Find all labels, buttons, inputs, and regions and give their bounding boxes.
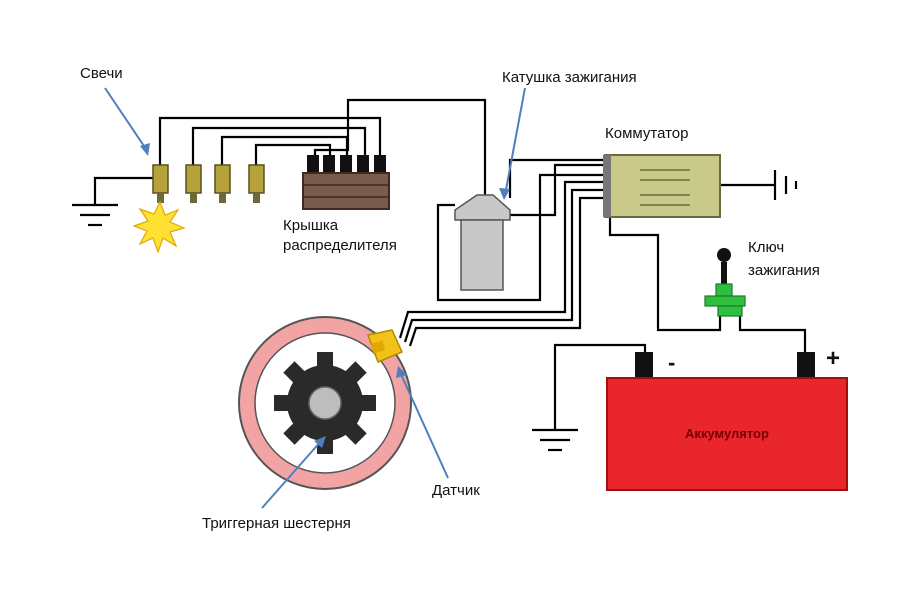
pointer-arrows [104,87,526,509]
ground-symbol-plugs [72,203,118,227]
spark-plug [152,164,169,203]
spark-plugs [132,164,265,254]
ground-symbol-commutator [773,170,798,200]
ignition-coil-label: Катушка зажигания [502,69,637,86]
ignition-key-label-line2: зажигания [748,262,820,279]
wiring [93,98,807,430]
commutator-label: Коммутатор [605,125,688,142]
ignition-key [704,248,746,317]
spark-plugs-label: Свечи [80,65,123,82]
trigger-gear [274,352,376,454]
spark-plug [248,164,265,203]
distributor-cap-label-line1: Крышка [283,217,339,234]
trigger-assembly [238,316,412,490]
spark-icon [132,200,186,254]
battery: Аккумулятор - + [606,345,848,491]
spark-plug [185,164,202,203]
trigger-gear-label: Триггерная шестерня [202,515,351,532]
distributor-cap-label-line2: распределителя [283,237,397,254]
sensor-label: Датчик [432,482,480,499]
commutator [603,154,721,218]
ignition-key-label-line1: Ключ [748,239,784,256]
battery-minus-label: - [668,350,675,375]
spark-plug [214,164,231,203]
battery-label: Аккумулятор [685,426,769,441]
sensor [366,329,404,363]
distributor-cap [302,155,390,210]
ground-symbol-battery [532,428,578,452]
ignition-coil [454,194,511,291]
battery-plus-label: + [826,345,840,372]
